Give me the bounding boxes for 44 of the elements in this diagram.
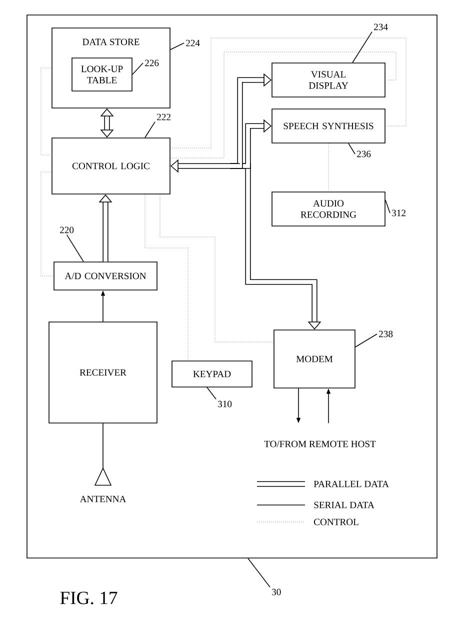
- table-box: LOOK-UP TABLE: [72, 58, 132, 92]
- leader-line: [355, 334, 378, 348]
- control-line: [40, 68, 52, 156]
- control-line: [40, 172, 54, 276]
- leader-line: [66, 234, 84, 262]
- legend-text: CONTROL: [314, 518, 358, 526]
- leader-line: [144, 121, 156, 138]
- device-frame: [26, 14, 438, 558]
- node-label: ANTENNA: [80, 496, 126, 502]
- control-line: [144, 194, 188, 361]
- reference-number: 236: [357, 150, 371, 158]
- control-line: [170, 38, 406, 148]
- reference-number: 310: [218, 400, 232, 408]
- leader-line: [352, 31, 372, 63]
- control-line: [160, 194, 274, 342]
- reference-number: 312: [392, 210, 406, 216]
- reference-number: 226: [145, 60, 159, 66]
- process-box: A/D CONVERSION: [54, 262, 158, 290]
- legend-text: SERIAL DATA: [314, 502, 374, 508]
- control-line: [170, 52, 396, 158]
- reference-number: 224: [186, 40, 200, 46]
- reference-number: 238: [379, 330, 393, 338]
- process-box: MODEM: [274, 330, 356, 388]
- antenna: ANTENNA: [80, 467, 126, 502]
- leader-line: [348, 143, 356, 154]
- reference-number: 222: [157, 114, 170, 120]
- process-box: VISUAL DISPLAY: [272, 62, 386, 98]
- leader-line: [206, 387, 216, 400]
- reference-number: 30: [272, 588, 281, 596]
- process-box: RECEIVER: [48, 322, 158, 424]
- leader-line: [170, 42, 184, 50]
- process-box: AUDIO RECORDING: [272, 192, 386, 226]
- process-box: CONTROL LOGIC: [52, 138, 170, 194]
- reference-number: 220: [60, 226, 74, 234]
- legend-text: PARALLEL DATA: [314, 480, 389, 488]
- signal-line: [102, 423, 104, 469]
- leader-line: [385, 200, 390, 214]
- figure-caption: FIG. 17: [60, 592, 118, 604]
- host-label: TO/FROM REMOTE HOST: [264, 440, 376, 448]
- process-box: KEYPAD: [172, 360, 252, 388]
- reference-number: 234: [374, 24, 388, 30]
- leader-line: [248, 558, 270, 588]
- process-box: SPEECH SYNTHESIS: [272, 108, 386, 144]
- leader-line: [132, 62, 144, 75]
